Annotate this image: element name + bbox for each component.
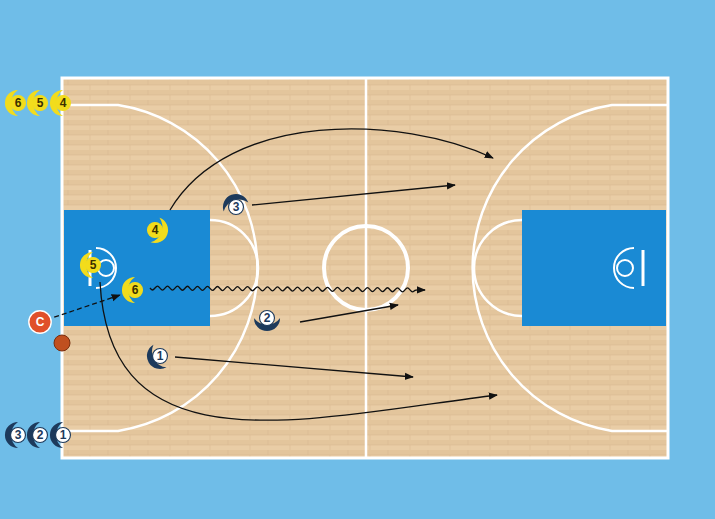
- blue-player: 3: [222, 193, 250, 221]
- yellow-player: 4: [49, 89, 77, 117]
- player-number: 2: [37, 429, 44, 441]
- ball: [54, 335, 70, 351]
- movement-arrows: [100, 129, 497, 420]
- player-number: 3: [233, 201, 240, 213]
- yellow-player: 6: [121, 276, 149, 304]
- player-number: 4: [152, 224, 159, 236]
- blue-player: 1: [146, 342, 174, 370]
- player-number: 1: [157, 350, 164, 362]
- yellow-player: 4: [141, 216, 169, 244]
- yellow-player: 5: [26, 89, 54, 117]
- pass-line: [54, 295, 120, 317]
- court-floor: [62, 78, 668, 458]
- player-number: 5: [90, 259, 97, 271]
- blue-player: 2: [253, 304, 281, 332]
- player-number: 6: [132, 284, 139, 296]
- blue-player: 1: [49, 421, 77, 449]
- player-number: 2: [264, 312, 271, 324]
- yellow-player: 5: [79, 251, 107, 279]
- player-number: 3: [15, 429, 22, 441]
- blue-player: 2: [26, 421, 54, 449]
- player-number: 4: [60, 97, 67, 109]
- player-number: 1: [60, 429, 67, 441]
- player-number: 6: [15, 97, 22, 109]
- player-number: 5: [37, 97, 44, 109]
- court-lines: [62, 78, 668, 458]
- left-key: [64, 210, 210, 326]
- coach-marker: C: [26, 308, 54, 336]
- coach-label: C: [36, 316, 45, 328]
- dribble-line: [150, 286, 425, 292]
- right-key: [522, 210, 666, 326]
